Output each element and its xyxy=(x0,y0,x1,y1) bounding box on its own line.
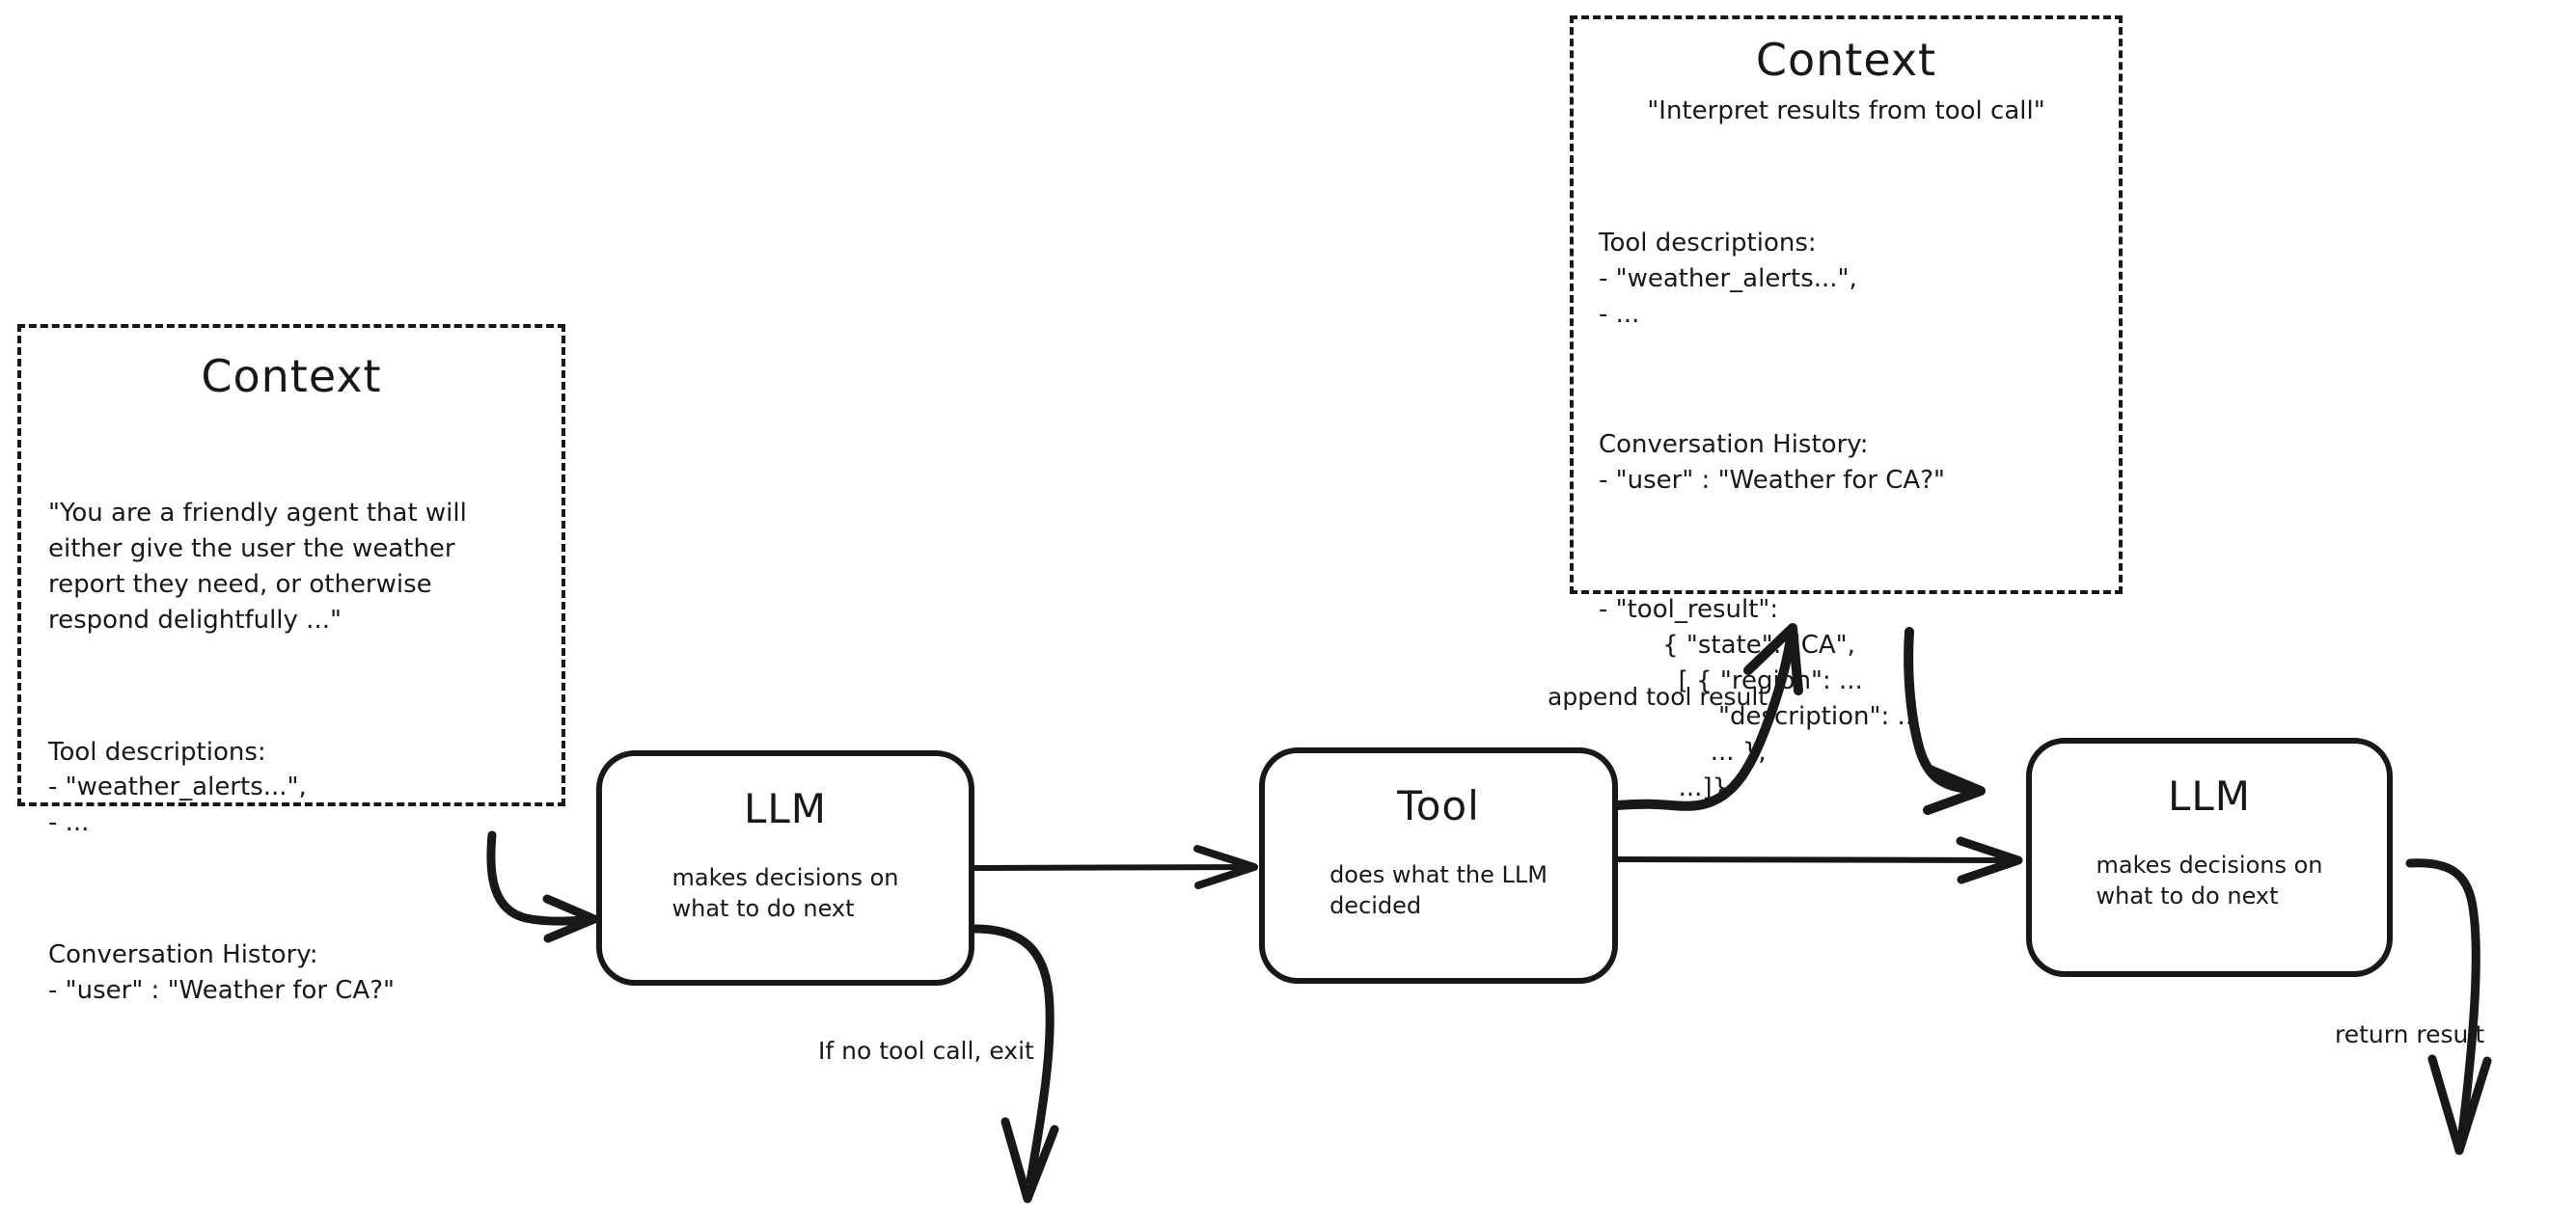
context-left-tool-descriptions: Tool descriptions: - "weather_alerts..."… xyxy=(48,737,307,838)
node-tool-subtitle: does what the LLM decided xyxy=(1329,861,1548,920)
node-tool[interactable]: Tool does what the LLM decided xyxy=(1259,747,1618,984)
context-left-conversation-history: Conversation History: - "user" : "Weathe… xyxy=(48,940,395,1005)
context-right-body: Tool descriptions: - "weather_alerts..."… xyxy=(1599,154,2094,900)
edge-llm1-to-tool xyxy=(968,845,1258,889)
context-left-title: Context xyxy=(201,350,382,402)
context-box-right: Context "Interpret results from tool cal… xyxy=(1570,15,2123,802)
edge-label-append-tool-result: append tool result xyxy=(1548,683,1768,711)
node-llm-first-subtitle: makes decisions on what to do next xyxy=(671,864,899,923)
context-right-title: Context xyxy=(1755,34,1937,86)
context-box-left: Context "You are a friendly agent that w… xyxy=(17,324,565,1005)
node-llm-second-title: LLM xyxy=(2167,773,2252,820)
edge-llm2-return xyxy=(2405,858,2492,1155)
context-right-conversation-history: Conversation History: - "user" : "Weathe… xyxy=(1599,429,1945,495)
context-left-system-prompt: "You are a friendly agent that will eith… xyxy=(48,499,467,635)
context-right-tool-result: - "tool_result": { "state": "CA", [ { "r… xyxy=(1599,595,1922,802)
node-llm-first-title: LLM xyxy=(743,785,828,832)
edge-label-exit: If no tool call, exit xyxy=(818,1037,1034,1065)
context-right-tool-descriptions: Tool descriptions: - "weather_alerts..."… xyxy=(1599,229,1857,329)
node-llm-first[interactable]: LLM makes decisions on what to do next xyxy=(596,750,974,986)
node-llm-second[interactable]: LLM makes decisions on what to do next xyxy=(2026,738,2393,977)
edge-label-return-result: return result xyxy=(2335,1020,2485,1048)
context-right-system-prompt: "Interpret results from tool call" xyxy=(1647,96,2045,126)
context-left-body: "You are a friendly agent that will eith… xyxy=(48,424,534,1079)
node-tool-title: Tool xyxy=(1397,782,1480,829)
node-llm-second-subtitle: makes decisions on what to do next xyxy=(2096,852,2323,910)
